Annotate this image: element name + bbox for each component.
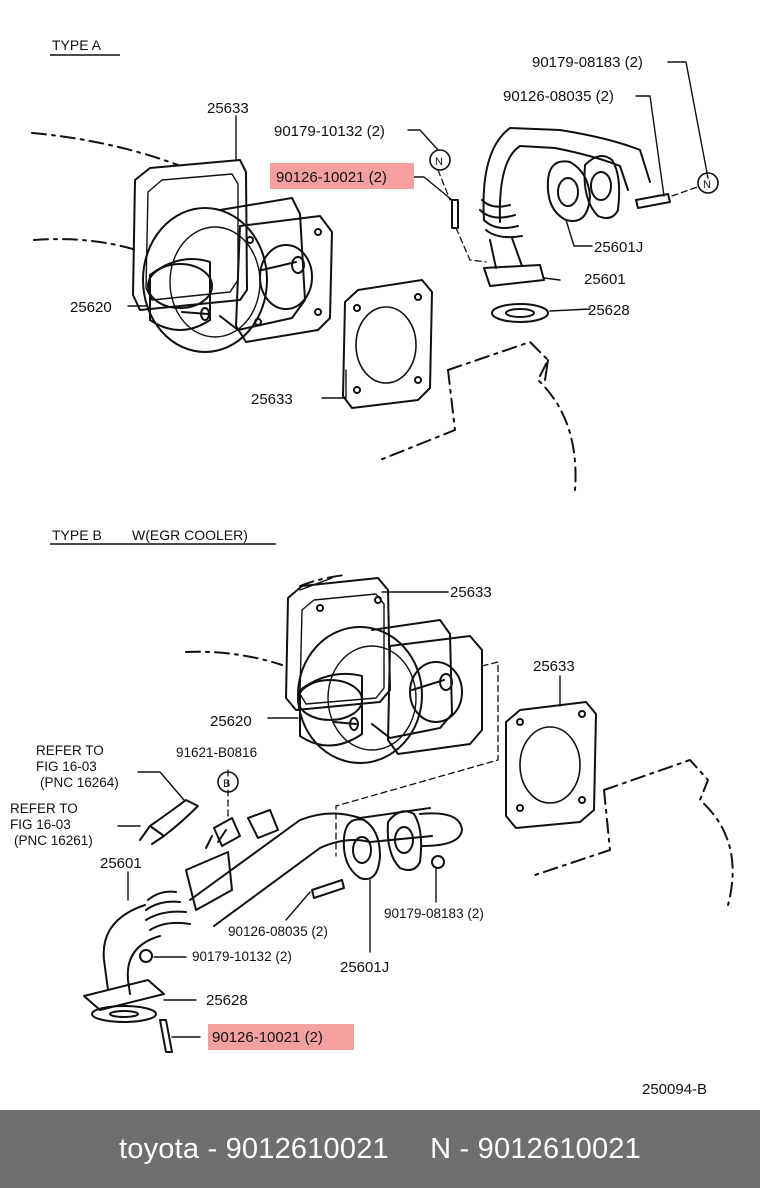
refer1-line2: FIG 16-03 bbox=[36, 759, 97, 774]
label-25620-a: 25620 bbox=[70, 299, 112, 316]
refer2-line1: REFER TO bbox=[10, 801, 78, 816]
label-25628-a: 25628 bbox=[588, 302, 630, 319]
label-25601-b: 25601 bbox=[100, 855, 142, 872]
label-90126-08035-b: 90126-08035 (2) bbox=[228, 924, 328, 939]
label-25633-a-bottom: 25633 bbox=[251, 391, 293, 408]
type-a-drawing bbox=[31, 61, 719, 491]
footer-text: toyota - 9012610021 N - 9012610021 bbox=[119, 1132, 641, 1165]
label-25601j-b: 25601J bbox=[340, 959, 389, 976]
label-90126-10021-b: 90126-10021 (2) bbox=[212, 1029, 323, 1046]
label-90179-08183-a: 90179-08183 (2) bbox=[532, 54, 643, 71]
label-25601-a: 25601 bbox=[584, 271, 626, 288]
label-90179-10132-a: 90179-10132 (2) bbox=[274, 123, 385, 140]
type-a-title: TYPE A bbox=[52, 37, 102, 53]
refer2-line3: (PNC 16261) bbox=[14, 833, 93, 848]
label-25633-b-a: 25633 bbox=[450, 584, 492, 601]
diagram-id: 250094-B bbox=[642, 1081, 707, 1098]
type-b-title: TYPE B bbox=[52, 527, 102, 543]
label-25620-b: 25620 bbox=[210, 713, 252, 730]
marker-b: B bbox=[223, 778, 230, 790]
refer1-line1: REFER TO bbox=[36, 743, 104, 758]
label-25633-a-top: 25633 bbox=[207, 100, 249, 117]
type-b-drawing bbox=[83, 574, 734, 1053]
type-b-subtitle: W(EGR COOLER) bbox=[132, 527, 248, 543]
highlight-90126-10021-a bbox=[270, 163, 414, 189]
part-number-footer: toyota - 9012610021 N - 9012610021 bbox=[0, 1110, 760, 1188]
label-91621-b0816: 91621-B0816 bbox=[176, 745, 257, 760]
parts-diagram: TYPE A 25633 90179-10132 (2) 90126-10021… bbox=[10, 37, 734, 1098]
label-25628-b: 25628 bbox=[206, 992, 248, 1009]
refer2-line2: FIG 16-03 bbox=[10, 817, 71, 832]
label-90126-10021-a: 90126-10021 (2) bbox=[276, 169, 387, 186]
label-90126-08035-a: 90126-08035 (2) bbox=[503, 88, 614, 105]
marker-n-2: N bbox=[703, 179, 711, 191]
label-25601j-a: 25601J bbox=[594, 239, 643, 256]
label-90179-10132-b: 90179-10132 (2) bbox=[192, 949, 292, 964]
refer1-line3: (PNC 16264) bbox=[40, 775, 119, 790]
marker-n-1: N bbox=[435, 156, 443, 168]
label-90179-08183-b: 90179-08183 (2) bbox=[384, 906, 484, 921]
highlight-90126-10021-b bbox=[208, 1024, 354, 1050]
label-25633-b-b: 25633 bbox=[533, 658, 575, 675]
